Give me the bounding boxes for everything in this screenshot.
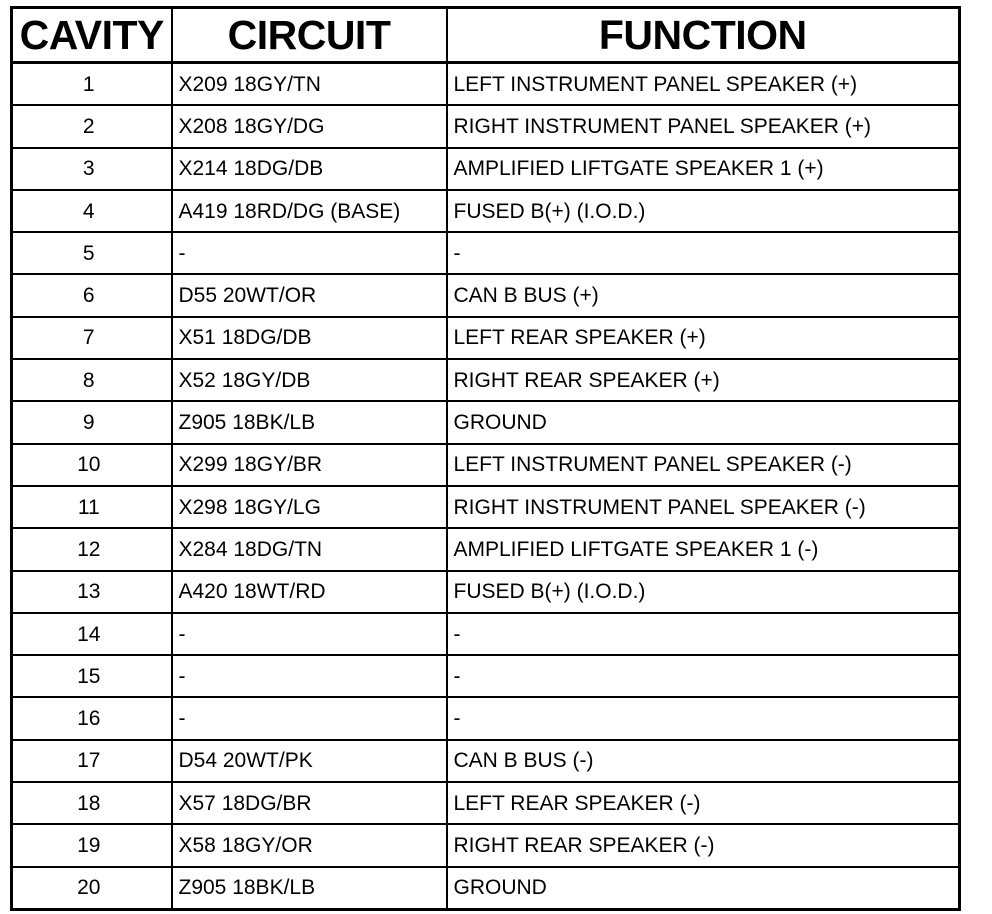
table-row: 16--: [10, 696, 961, 741]
cell-circuit: Z905 18BK/LB: [170, 865, 448, 911]
table-row: 14--: [10, 611, 961, 657]
cell-function: RIGHT REAR SPEAKER (-): [445, 823, 961, 868]
cell-circuit: X58 18GY/OR: [170, 823, 448, 868]
cell-function: CAN B BUS (+): [445, 273, 961, 318]
cell-function: AMPLIFIED LIFTGATE SPEAKER 1 (+): [445, 146, 961, 191]
header-circuit: CIRCUIT: [170, 6, 448, 64]
cell-circuit: X209 18GY/TN: [170, 61, 448, 107]
cell-circuit: X298 18GY/LG: [170, 484, 448, 530]
cell-circuit: -: [170, 611, 448, 657]
cell-function: GROUND: [445, 865, 961, 911]
cell-circuit: X214 18DG/DB: [170, 146, 448, 191]
table-header: CAVITY CIRCUIT FUNCTION: [10, 6, 961, 64]
header-cavity: CAVITY: [10, 6, 173, 64]
cell-cavity: 7: [10, 315, 173, 361]
cell-cavity: 16: [10, 696, 173, 741]
cell-circuit: D54 20WT/PK: [170, 738, 448, 784]
cell-function: RIGHT INSTRUMENT PANEL SPEAKER (+): [445, 104, 961, 149]
cell-circuit: -: [170, 654, 448, 699]
cell-cavity: 10: [10, 442, 173, 487]
cell-function: -: [445, 231, 961, 276]
cell-cavity: 12: [10, 527, 173, 572]
cell-cavity: 20: [10, 865, 173, 911]
cell-circuit: D55 20WT/OR: [170, 273, 448, 318]
cell-cavity: 14: [10, 611, 173, 657]
cell-cavity: 18: [10, 781, 173, 826]
cell-function: LEFT INSTRUMENT PANEL SPEAKER (-): [445, 442, 961, 487]
cell-circuit: -: [170, 231, 448, 276]
cell-cavity: 1: [10, 61, 173, 107]
cell-circuit: X299 18GY/BR: [170, 442, 448, 487]
cell-function: -: [445, 696, 961, 741]
cell-function: LEFT INSTRUMENT PANEL SPEAKER (+): [445, 61, 961, 107]
cell-cavity: 2: [10, 104, 173, 149]
cell-circuit: X57 18DG/BR: [170, 781, 448, 826]
cell-cavity: 4: [10, 188, 173, 234]
cell-cavity: 8: [10, 358, 173, 403]
cell-circuit: X284 18DG/TN: [170, 527, 448, 572]
table-row: 15--: [10, 654, 961, 699]
cell-circuit: X51 18DG/DB: [170, 315, 448, 361]
cell-function: RIGHT INSTRUMENT PANEL SPEAKER (-): [445, 484, 961, 530]
cell-function: RIGHT REAR SPEAKER (+): [445, 358, 961, 403]
cell-function: CAN B BUS (-): [445, 738, 961, 784]
cell-cavity: 19: [10, 823, 173, 868]
cell-function: -: [445, 611, 961, 657]
cell-function: GROUND: [445, 400, 961, 445]
cell-function: AMPLIFIED LIFTGATE SPEAKER 1 (-): [445, 527, 961, 572]
cell-cavity: 5: [10, 231, 173, 276]
table-row: 5--: [10, 231, 961, 276]
cell-function: LEFT REAR SPEAKER (+): [445, 315, 961, 361]
cell-cavity: 11: [10, 484, 173, 530]
cell-function: LEFT REAR SPEAKER (-): [445, 781, 961, 826]
cell-circuit: A420 18WT/RD: [170, 569, 448, 614]
cell-function: FUSED B(+) (I.O.D.): [445, 569, 961, 614]
cell-circuit: -: [170, 696, 448, 741]
cell-cavity: 6: [10, 273, 173, 318]
cell-function: FUSED B(+) (I.O.D.): [445, 188, 961, 234]
cell-cavity: 3: [10, 146, 173, 191]
cell-cavity: 15: [10, 654, 173, 699]
cell-circuit: X208 18GY/DG: [170, 104, 448, 149]
header-function: FUNCTION: [445, 6, 961, 64]
cell-function: -: [445, 654, 961, 699]
cell-cavity: 17: [10, 738, 173, 784]
cell-cavity: 9: [10, 400, 173, 445]
cell-cavity: 13: [10, 569, 173, 614]
header-row: CAVITY CIRCUIT FUNCTION: [10, 6, 961, 64]
cell-circuit: A419 18RD/DG (BASE): [170, 188, 448, 234]
cell-circuit: Z905 18BK/LB: [170, 400, 448, 445]
cell-circuit: X52 18GY/DB: [170, 358, 448, 403]
